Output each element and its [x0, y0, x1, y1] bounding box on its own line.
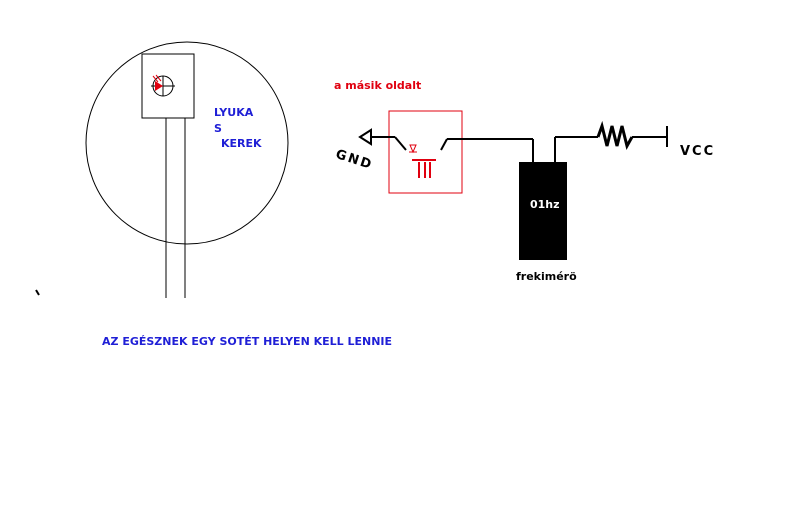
gnd-symbol-icon: [358, 128, 372, 146]
resistor-icon: [596, 120, 634, 151]
counter-label: frekimérö: [516, 270, 577, 283]
footer-note: AZ EGÉSZNEK EGY SOTÉT HELYEN KELL LENNIE: [102, 335, 393, 348]
optocoupler-symbol-icon: [409, 144, 436, 178]
sensor-housing: [141, 53, 195, 119]
wires: [371, 136, 666, 162]
wheel-label-line1: LYUKA: [214, 106, 254, 119]
wheel-label-line2: S: [214, 122, 222, 135]
wheel-circle: [85, 41, 289, 245]
vcc-label: VCC: [680, 144, 716, 159]
counter-display-value: 01hz: [530, 198, 560, 211]
frequency-counter-display: [527, 195, 561, 212]
optocoupler-box: [388, 110, 463, 194]
other-side-label: a másik oldalt: [334, 79, 422, 92]
wheel-label-line3: KEREK: [221, 137, 262, 150]
sensor-symbol-icon: [151, 74, 175, 97]
stray-mark: [35, 289, 40, 296]
